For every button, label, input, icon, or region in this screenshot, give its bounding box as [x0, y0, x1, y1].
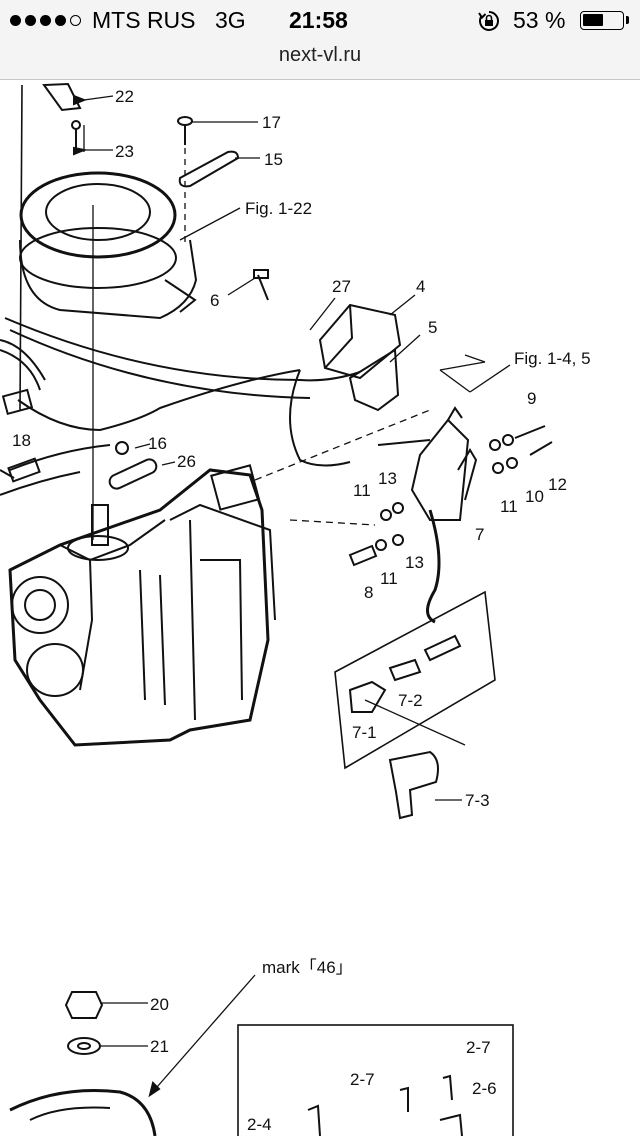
part-label: 2-6: [472, 1079, 497, 1098]
part-label: 11: [353, 481, 371, 500]
network-type: 3G: [215, 7, 246, 33]
parts-diagram: 22 23 17 15 Fig. 1-22 6 27 4 5 Fig. 1-4,…: [0, 82, 591, 1136]
signal-dot-icon: [40, 15, 51, 26]
part-label: 2-4: [247, 1115, 272, 1134]
part-label: 9: [527, 389, 536, 408]
rotation-lock-icon: [478, 11, 499, 31]
battery-icon: [580, 11, 624, 30]
part-label: 21: [150, 1037, 169, 1056]
part-label: 16: [148, 434, 167, 453]
part-label: 2-7: [466, 1038, 491, 1057]
part-label: 7: [475, 525, 484, 544]
part-label: 4: [416, 277, 425, 296]
part-label: 13: [378, 469, 397, 488]
part-label: 18: [12, 431, 31, 450]
part-label: 6: [210, 291, 219, 310]
battery-percent: 53 %: [513, 7, 566, 33]
part-label: 7-1: [352, 723, 377, 742]
part-label: 12: [548, 475, 567, 494]
carrier-name: MTS RUS: [92, 7, 196, 33]
part-label: 7-2: [398, 691, 423, 710]
part-label: 26: [177, 452, 196, 471]
signal-dot-icon: [55, 15, 66, 26]
part-label: 22: [115, 87, 134, 106]
status-bar: MTS RUS 3G 21:58 53 %: [0, 0, 640, 42]
part-label: 8: [364, 583, 373, 602]
signal-dot-icon: [10, 15, 21, 26]
part-label: 11: [500, 497, 518, 516]
mark-label: mark「46」: [262, 958, 353, 977]
part-label: 10: [525, 487, 544, 506]
clock: 21:58: [289, 7, 348, 33]
battery-level-fill: [583, 14, 603, 26]
signal-dot-empty-icon: [70, 15, 81, 26]
part-label: 17: [262, 113, 281, 132]
part-label: 15: [264, 150, 283, 169]
part-label: 23: [115, 142, 134, 161]
figure-reference: Fig. 1-22: [245, 199, 312, 218]
url-text[interactable]: next-vl.ru: [278, 44, 362, 66]
figure-reference: Fig. 1-4, 5: [514, 349, 591, 368]
part-label: 13: [405, 553, 424, 572]
part-label: 7-3: [465, 791, 490, 810]
address-bar[interactable]: next-vl.ru: [0, 42, 640, 80]
part-label: 20: [150, 995, 169, 1014]
part-label: 2-7: [350, 1070, 375, 1089]
part-label: 11: [380, 569, 398, 588]
part-label: 27: [332, 277, 351, 296]
signal-dot-icon: [25, 15, 36, 26]
battery-terminal: [626, 16, 629, 24]
part-label: 5: [428, 318, 437, 337]
